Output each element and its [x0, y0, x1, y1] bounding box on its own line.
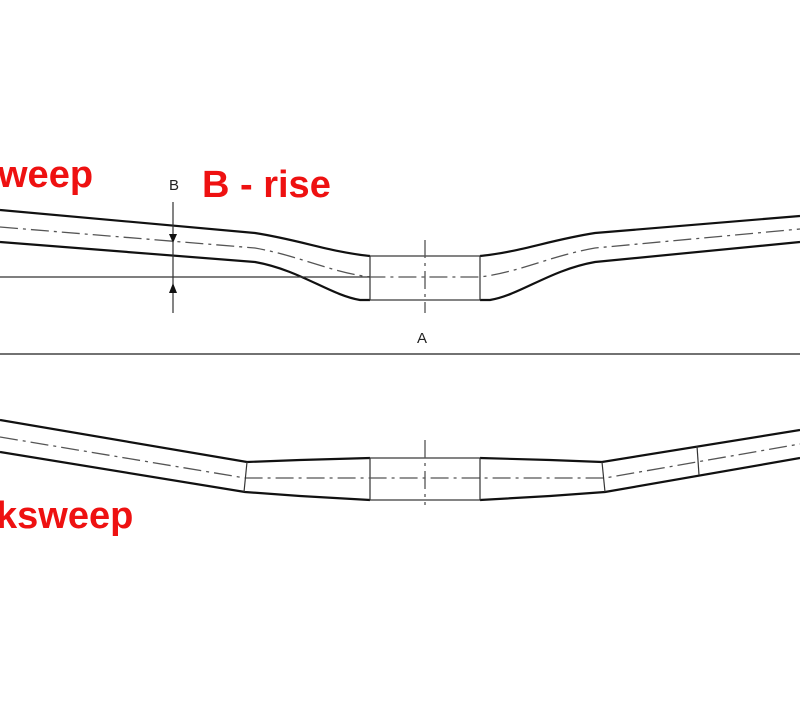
dimension-a-label: A — [417, 330, 427, 347]
dimension-b-label: B — [169, 177, 179, 194]
upsweep-label: weep — [0, 154, 93, 196]
segment-divider — [696, 445, 700, 476]
bar-lower-edge — [0, 240, 800, 302]
arrow-up-icon — [169, 283, 177, 293]
segment-divider — [243, 461, 248, 493]
segment-divider — [601, 461, 606, 493]
bar-upper-edge — [0, 418, 800, 464]
handlebar-top-view — [0, 418, 800, 505]
bar-upper-edge — [0, 208, 800, 258]
handlebar-front-view — [0, 202, 800, 313]
arrow-down-icon — [169, 234, 177, 243]
rise-label: B - rise — [202, 164, 331, 206]
bar-lower-edge — [0, 450, 800, 502]
centerline — [0, 226, 800, 278]
backsweep-label: ksweep — [0, 495, 133, 537]
